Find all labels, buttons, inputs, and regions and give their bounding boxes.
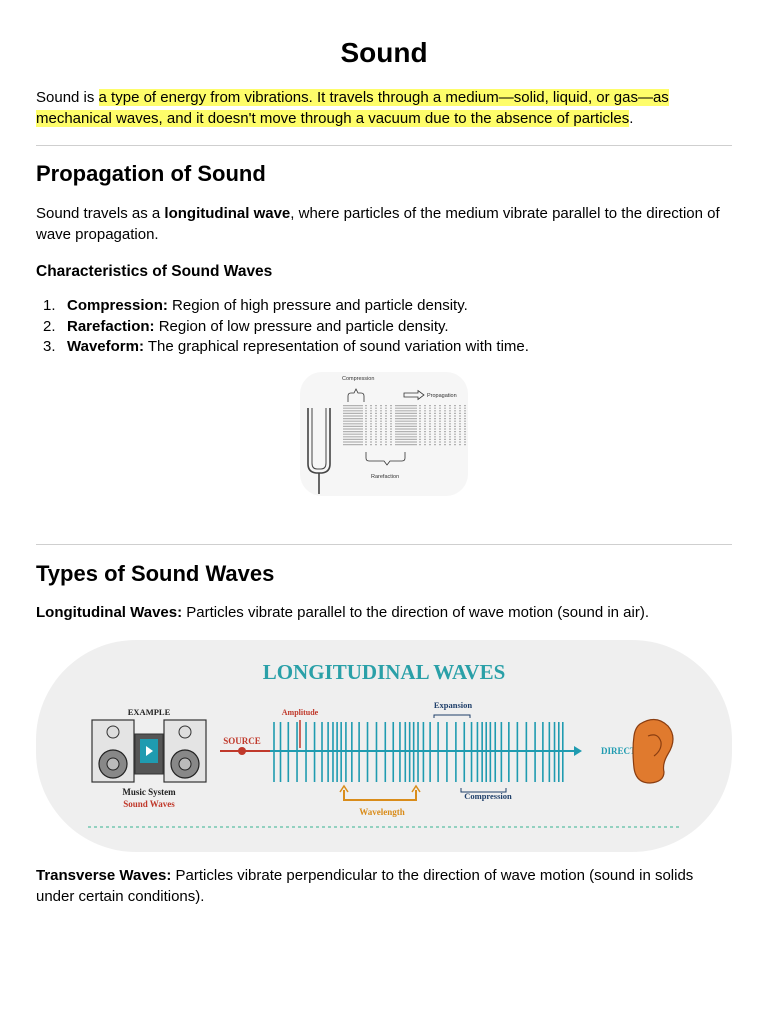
intro-paragraph: Sound is a type of energy from vibration…: [36, 88, 732, 129]
list-text: Region of low pressure and particle dens…: [154, 317, 449, 335]
list-text: The graphical representation of sound va…: [143, 338, 529, 355]
divider: [36, 145, 732, 146]
propagation-label: Propagation: [427, 393, 457, 399]
transverse-paragraph: Transverse Waves: Particles vibrate perp…: [36, 866, 732, 907]
longitudinal-waves-figure: LONGITUDINAL WAVES EXAMPLE Music System …: [36, 640, 732, 852]
divider: [36, 544, 732, 545]
transverse-text: Particles vibrate perpendicular to the d…: [36, 867, 694, 905]
list-number: 2.: [43, 317, 56, 335]
figure-title: LONGITUDINAL WAVES: [263, 660, 506, 684]
page-title: Sound: [340, 37, 428, 68]
expansion-label: Expansion: [434, 700, 473, 710]
longitudinal-paragraph: Longitudinal Waves: Particles vibrate pa…: [36, 603, 732, 624]
compression-bracket: [460, 788, 507, 793]
propagation-heading: Propagation of Sound: [36, 161, 266, 186]
propagation-bold: longitudinal wave: [164, 205, 291, 222]
characteristics-list: 1. Compression: Region of high pressure a…: [36, 296, 732, 358]
propagation-text-start: Sound travels as a: [36, 205, 165, 222]
player-icon: [134, 733, 164, 775]
expansion-bracket: [433, 714, 471, 718]
rarefaction-label: Rarefaction: [371, 474, 399, 480]
intro-highlight: a type of energy from vibrations. It tra…: [36, 89, 669, 127]
list-number: 1.: [43, 297, 56, 314]
figure-background: [36, 640, 732, 852]
transverse-term: Transverse Waves:: [36, 867, 172, 884]
characteristics-heading: Characteristics of Sound Waves: [36, 263, 273, 280]
wavelength-label: Wavelength: [359, 807, 405, 817]
compression-label: Compression: [342, 376, 374, 382]
speaker-left-icon: [91, 719, 135, 783]
music-system-label: Music System: [122, 787, 176, 797]
longitudinal-term: Longitudinal Waves:: [36, 604, 183, 621]
ear-icon: [632, 718, 674, 784]
list-term: Waveform:: [67, 338, 144, 355]
wave-lines: [273, 722, 564, 782]
source-label: SOURCE: [223, 736, 261, 746]
list-term: Rarefaction:: [67, 317, 155, 335]
types-heading: Types of Sound Waves: [36, 561, 275, 586]
compression-bracket: [347, 388, 365, 402]
rarefaction-bracket: [365, 452, 406, 466]
list-term: Compression:: [67, 297, 168, 314]
direction-arrow-icon: [574, 746, 582, 756]
tuning-fork-diagram: Compression Propagation Rarefaction: [307, 376, 466, 494]
list-item: 3. Waveform: The graphical representation…: [36, 337, 732, 358]
longitudinal-text: Particles vibrate parallel to the direct…: [182, 604, 650, 621]
list-number: 3.: [43, 338, 56, 355]
intro-suffix: .: [629, 109, 634, 127]
speaker-right-icon: [163, 719, 207, 783]
list-item: 1. Compression: Region of high pressure a…: [36, 296, 732, 317]
longitudinal-waves-diagram: LONGITUDINAL WAVES EXAMPLE Music System …: [36, 640, 732, 852]
list-text: Region of high pressure and particle den…: [167, 297, 468, 314]
wavelength-arrows: [339, 784, 421, 793]
propagation-paragraph: Sound travels as a longitudinal wave, wh…: [36, 204, 732, 245]
propagation-arrow-icon: [403, 389, 425, 401]
direction-label: DIRECTION: [601, 746, 654, 756]
amplitude-label: Amplitude: [282, 708, 319, 717]
source-dot: [238, 747, 246, 755]
wavelength-bracket: [343, 790, 417, 801]
propagation-text-end: , where particles of the medium vibrate …: [36, 205, 720, 243]
tuning-fork-figure: Compression Propagation Rarefaction: [300, 372, 468, 496]
tuning-fork-icon: [307, 408, 331, 474]
list-item: 2. Rarefaction: Region of low pressure an…: [36, 317, 732, 338]
intro-prefix: Sound is: [36, 89, 99, 106]
compression-label: Compression: [464, 791, 512, 801]
example-label: EXAMPLE: [128, 707, 171, 717]
tuning-fork-inner: [311, 408, 327, 470]
sound-waves-label: Sound Waves: [123, 799, 175, 809]
particle-columns: [343, 405, 466, 446]
